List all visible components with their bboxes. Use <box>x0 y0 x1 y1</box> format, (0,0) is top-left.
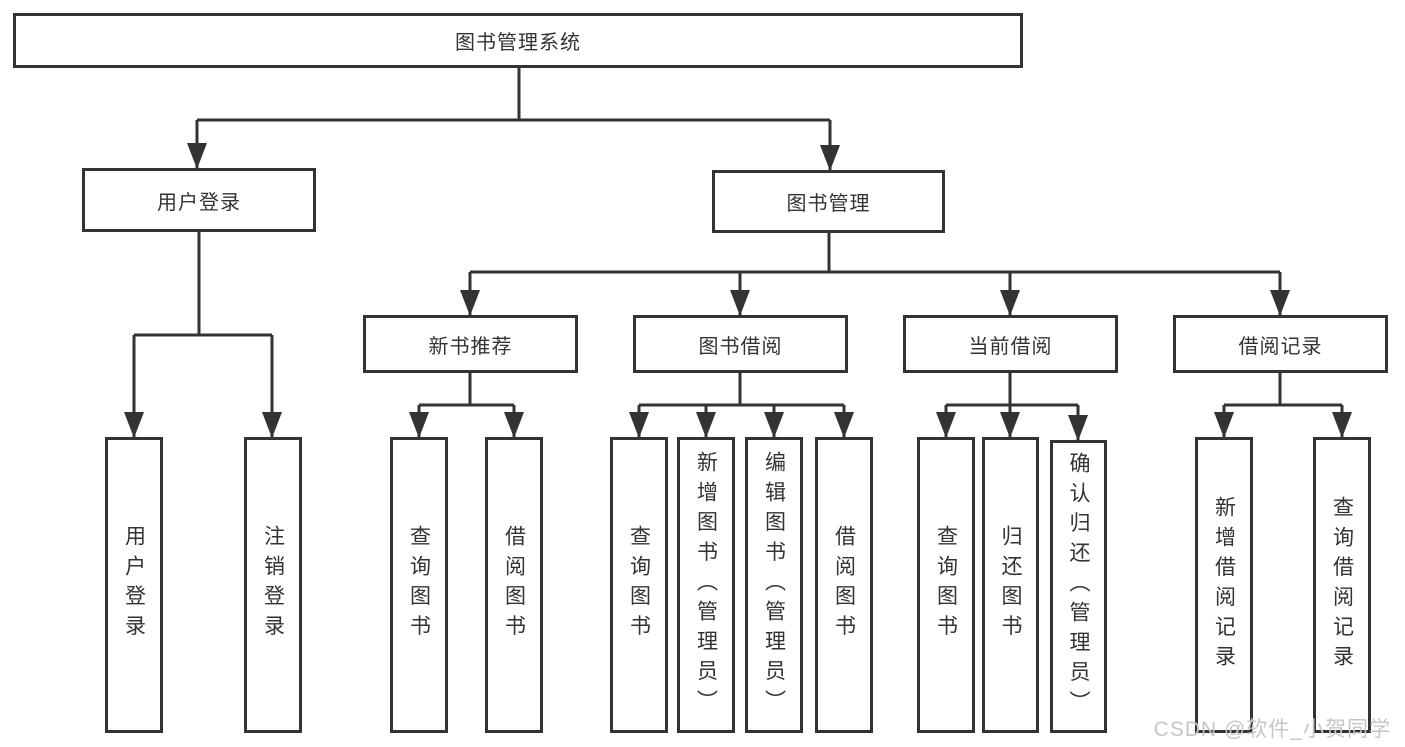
csdn-watermark: CSDN @软件_小贺同学 <box>1153 718 1391 741</box>
leaf-user-login: 用户登录 <box>105 437 163 733</box>
leaf-label: 新增图书（管理员） <box>694 450 718 720</box>
leaf-label: 确认归还（管理员） <box>1067 452 1090 721</box>
leaf-bb-borrow-books: 借阅图书 <box>815 437 873 733</box>
leaf-cb-confirm-return-admin: 确认归还（管理员） <box>1050 440 1107 733</box>
leaf-logout: 注销登录 <box>244 437 302 733</box>
leaf-label: 注销登录 <box>261 525 285 645</box>
leaf-label: 借阅图书 <box>832 525 856 645</box>
node-label: 图书管理系统 <box>455 32 581 54</box>
leaf-cb-query-books: 查询图书 <box>917 437 975 733</box>
leaf-label: 编辑图书（管理员） <box>762 450 786 720</box>
node-label: 用户登录 <box>157 191 241 214</box>
leaf-cb-return-books: 归还图书 <box>982 437 1039 733</box>
leaf-br-add-record: 新增借阅记录 <box>1195 437 1253 733</box>
leaf-bb-add-books-admin: 新增图书（管理员） <box>677 437 735 733</box>
leaf-label: 用户登录 <box>122 525 146 645</box>
leaf-label: 归还图书 <box>999 525 1022 645</box>
node-borrow-records: 借阅记录 <box>1173 315 1388 373</box>
node-current-borrow: 当前借阅 <box>903 315 1118 373</box>
node-book-borrow: 图书借阅 <box>633 315 848 373</box>
node-label: 当前借阅 <box>968 335 1053 358</box>
node-library-system: 图书管理系统 <box>13 13 1023 68</box>
leaf-label: 借阅图书 <box>502 525 526 645</box>
node-label: 图书管理 <box>786 193 871 215</box>
leaf-label: 查询图书 <box>627 525 651 645</box>
leaf-br-query-record: 查询借阅记录 <box>1313 437 1371 733</box>
node-label: 借阅记录 <box>1238 335 1323 358</box>
node-new-book-recommend: 新书推荐 <box>363 315 578 373</box>
leaf-label: 查询借阅记录 <box>1330 495 1354 675</box>
leaf-bb-edit-books-admin: 编辑图书（管理员） <box>745 437 803 733</box>
node-user-login: 用户登录 <box>82 168 316 232</box>
node-book-management: 图书管理 <box>712 170 945 233</box>
leaf-label: 查询图书 <box>407 525 431 645</box>
leaf-nb-borrow-books: 借阅图书 <box>485 437 543 733</box>
leaf-nb-query-books: 查询图书 <box>390 437 448 733</box>
leaf-label: 查询图书 <box>934 525 958 645</box>
leaf-bb-query-books: 查询图书 <box>610 437 668 733</box>
node-label: 图书借阅 <box>698 335 783 358</box>
leaf-label: 新增借阅记录 <box>1212 495 1236 675</box>
node-label: 新书推荐 <box>428 335 513 358</box>
